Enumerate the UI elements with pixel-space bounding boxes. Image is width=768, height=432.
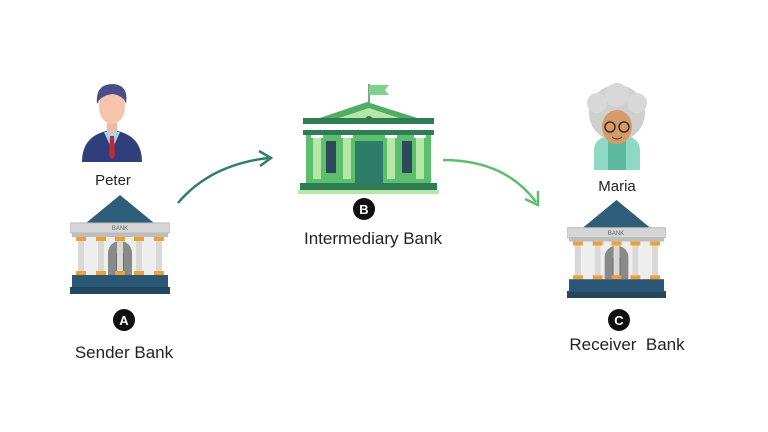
receiver-person-name: Maria <box>598 178 636 195</box>
classic-bank-icon: BANK <box>567 200 666 299</box>
bank-sign: BANK <box>608 231 624 237</box>
sender-bank-label: Sender Bank <box>75 343 174 362</box>
woman-avatar-icon <box>587 83 647 170</box>
green-bank-icon <box>298 84 439 194</box>
intermediary-bank-label: Intermediary Bank <box>304 229 442 248</box>
sender-person-name: Peter <box>95 172 131 189</box>
arrow-icon <box>177 149 274 204</box>
badge-c: C <box>608 309 630 331</box>
bank-sign: BANK <box>112 226 128 232</box>
badge-a: A <box>113 309 135 331</box>
classic-bank-icon: BANK <box>70 195 170 295</box>
receiver-bank-label: Receiver Bank <box>569 335 685 354</box>
badge-b: B <box>353 198 375 220</box>
arrow-icon <box>442 158 540 207</box>
man-avatar-icon <box>82 84 142 162</box>
svg-text:C: C <box>614 313 624 328</box>
svg-text:A: A <box>119 313 129 328</box>
svg-text:B: B <box>359 202 368 217</box>
